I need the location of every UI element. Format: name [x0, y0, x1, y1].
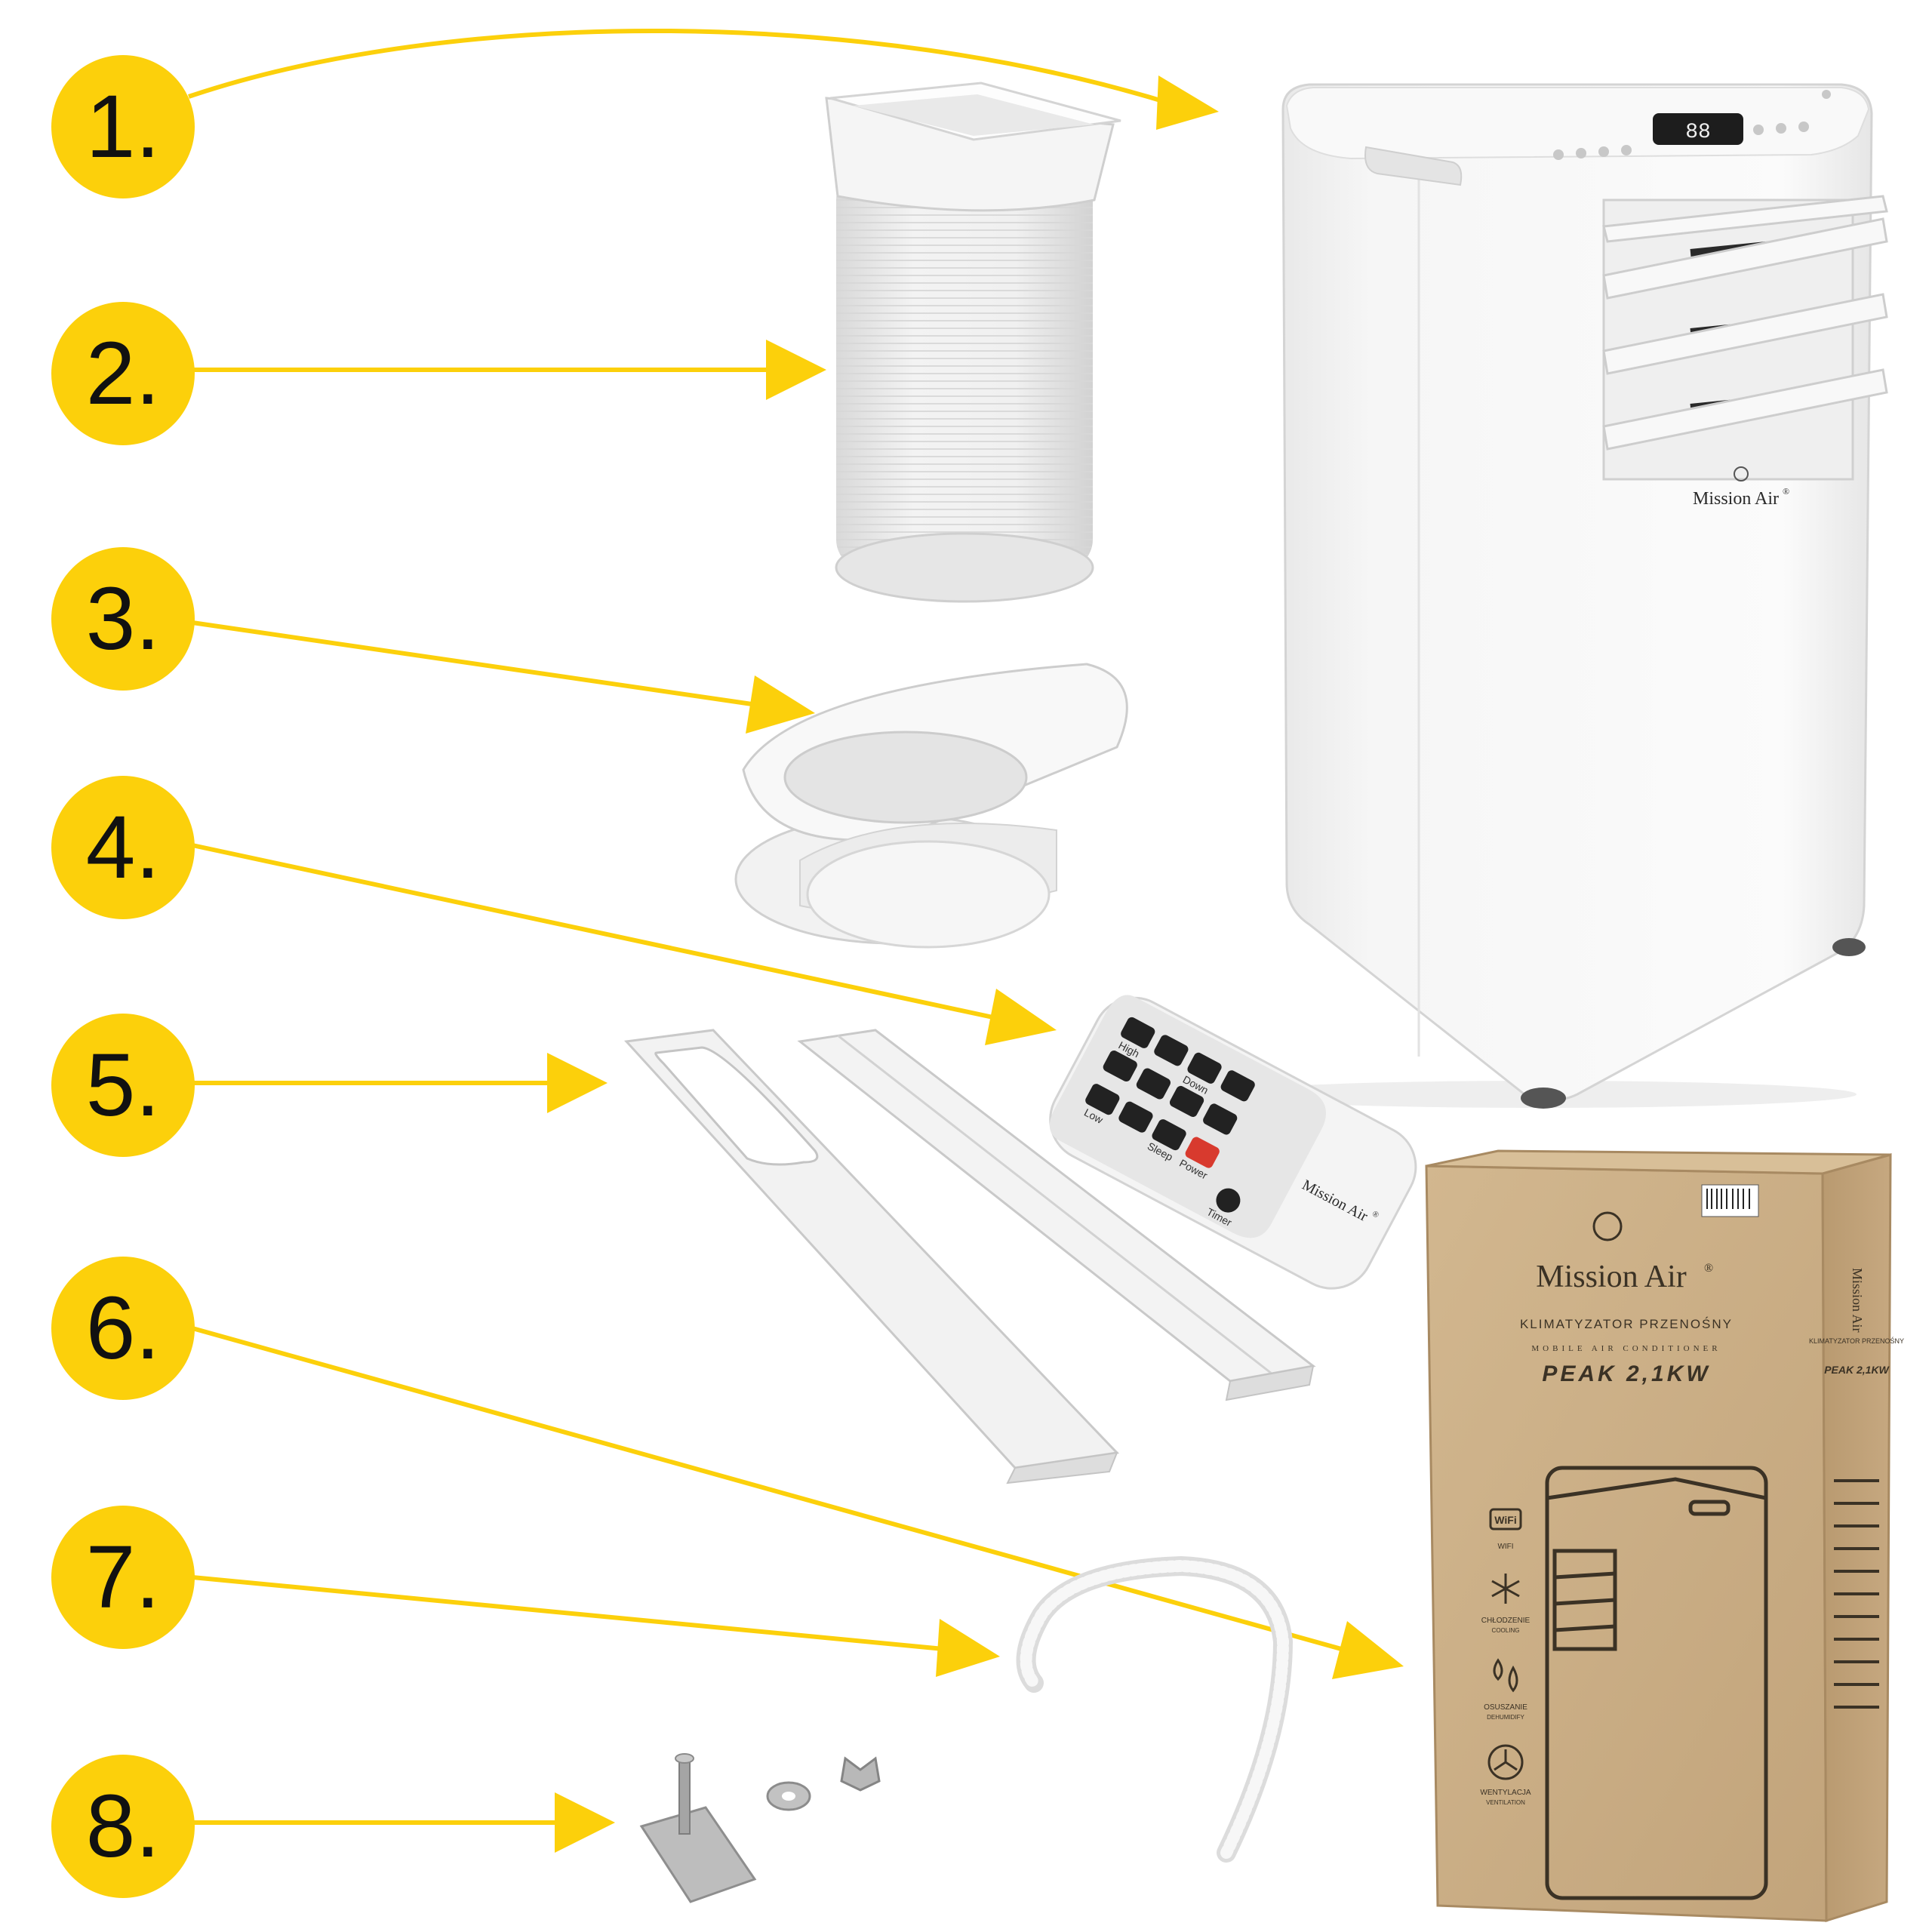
- badge-3-label: 3.: [86, 569, 160, 669]
- slide-panel-plain: [797, 1029, 1316, 1401]
- box-brand-text: Mission Air: [1536, 1260, 1687, 1294]
- box-side-model: PEAK 2,1KW: [1824, 1364, 1890, 1376]
- arrow-4-line: [192, 843, 1001, 1021]
- feature-dehumidify: OSUSZANIE DEHUMIDIFY: [1484, 1658, 1527, 1721]
- washer: [766, 1781, 811, 1811]
- badge-8: 8.: [51, 1755, 195, 1898]
- unit-wheel: [1832, 938, 1866, 956]
- arrow-1-line: [188, 28, 1178, 108]
- remote-power-button: [1185, 1137, 1220, 1168]
- box-barcode: [1701, 1184, 1759, 1217]
- number-badges: 1. 2. 3. 4. 5. 6. 7. 8.: [51, 55, 195, 1898]
- remote-button-grid: [1085, 1017, 1255, 1213]
- feature-dehumidify-label-pl: OSUSZANIE: [1484, 1703, 1527, 1712]
- arrow-7-head: [936, 1619, 1000, 1677]
- feature-cooling: CHŁODZENIE COOLING: [1481, 1574, 1531, 1634]
- box-brand-logo: Mission Air ®: [1536, 1211, 1713, 1294]
- box-side-spec-table: [1834, 1479, 1879, 1709]
- arrow-7-line: [192, 1575, 944, 1651]
- badge-7-label: 7.: [86, 1527, 160, 1627]
- badge-3: 3.: [51, 547, 195, 691]
- unit-wheel: [1521, 1088, 1566, 1109]
- mounting-bracket: [639, 1753, 757, 1903]
- box-product-type-en: MOBILE AIR CONDITIONER: [1531, 1344, 1721, 1353]
- feature-cooling-label-pl: CHŁODZENIE: [1481, 1617, 1531, 1625]
- box-side-text: Mission Air: [1850, 1268, 1865, 1333]
- feature-cooling-label-en: COOLING: [1492, 1627, 1520, 1634]
- unit-brand-registered: ®: [1783, 486, 1789, 497]
- badge-8-label: 8.: [86, 1777, 160, 1876]
- feature-ventilation-label-en: VENTILATION: [1486, 1799, 1525, 1806]
- box-side-brand: Mission Air: [1850, 1268, 1865, 1333]
- exhaust-hose: [825, 82, 1121, 603]
- wing-nut: [840, 1756, 881, 1792]
- unit-brand-text: Mission Air: [1693, 489, 1779, 509]
- arrow-6-line: [192, 1326, 1355, 1655]
- badge-5: 5.: [51, 1014, 195, 1157]
- box-unit-outline-drawing: [1545, 1466, 1768, 1900]
- feature-dehumidify-label-en: DEHUMIDIFY: [1487, 1714, 1524, 1721]
- arrow-1-head: [1156, 75, 1219, 130]
- feature-wifi-badge: WiFi: [1494, 1514, 1516, 1526]
- packaging-box: Mission Air ® KLIMATYZATOR PRZENOŚNY MOB…: [1425, 1149, 1904, 1923]
- air-conditioner-unit: 88 Mission Air ®: [1223, 83, 1888, 1109]
- box-feature-list: WiFi WIFI CHŁODZENIE COOLING OSUSZANIE D…: [1480, 1508, 1531, 1806]
- unit-control-buttons: [1553, 90, 1831, 160]
- slide-panel-with-opening: [623, 1029, 1120, 1484]
- box-product-type-pl: KLIMATYZATOR PRZENOŚNY: [1520, 1317, 1733, 1331]
- arrow-3-head: [746, 675, 815, 734]
- arrow-5-head: [547, 1053, 608, 1113]
- feature-ventilation-label-pl: WENTYLACJA: [1480, 1789, 1531, 1797]
- arrow-8-head: [555, 1792, 615, 1853]
- unit-display-digits: 88: [1685, 121, 1711, 144]
- arrow-2-head: [766, 340, 826, 400]
- mounting-screw-set: [639, 1753, 881, 1903]
- callout-arrows: [188, 28, 1355, 1825]
- feature-wifi-label: WIFI: [1497, 1543, 1513, 1551]
- unit-brand-logo: Mission Air ®: [1693, 466, 1789, 509]
- fan-icon: [1487, 1744, 1524, 1780]
- hose-adapter: [734, 663, 1128, 949]
- box-brand-registered: ®: [1704, 1262, 1713, 1275]
- badge-5-label: 5.: [86, 1035, 160, 1135]
- badge-2-label: 2.: [86, 324, 160, 423]
- feature-ventilation: WENTYLACJA VENTILATION: [1480, 1744, 1531, 1806]
- badge-1: 1.: [51, 55, 195, 198]
- drain-hose: [1016, 1555, 1294, 1863]
- arrow-3-line: [192, 620, 763, 708]
- arrow-6-head: [1332, 1621, 1404, 1679]
- badge-6-label: 6.: [86, 1278, 160, 1378]
- feature-wifi: WiFi WIFI: [1489, 1508, 1522, 1551]
- box-model: PEAK 2,1KW: [1542, 1361, 1710, 1386]
- unit-air-vent: [1602, 195, 1888, 481]
- snowflake-icon: [1491, 1574, 1520, 1604]
- window-slide-panels: [623, 1029, 1316, 1484]
- remote-control: High Down Low Sleep Power Timer Mission …: [1049, 995, 1417, 1290]
- badge-6: 6.: [51, 1257, 195, 1400]
- badge-1-label: 1.: [86, 77, 160, 177]
- arrow-4-head: [985, 989, 1057, 1045]
- box-logo-moon-icon: [1592, 1211, 1623, 1241]
- badge-2: 2.: [51, 302, 195, 445]
- arrow-heads: [547, 75, 1404, 1853]
- unit-display: [1653, 113, 1743, 145]
- unit-logo-moon-icon: [1734, 466, 1749, 481]
- droplets-icon: [1493, 1658, 1518, 1693]
- badge-7: 7.: [51, 1506, 195, 1649]
- badge-4: 4.: [51, 776, 195, 919]
- wifi-icon: [1489, 1508, 1522, 1531]
- box-side-type: KLIMATYZATOR PRZENOŚNY: [1809, 1337, 1904, 1345]
- badge-4-label: 4.: [86, 798, 160, 897]
